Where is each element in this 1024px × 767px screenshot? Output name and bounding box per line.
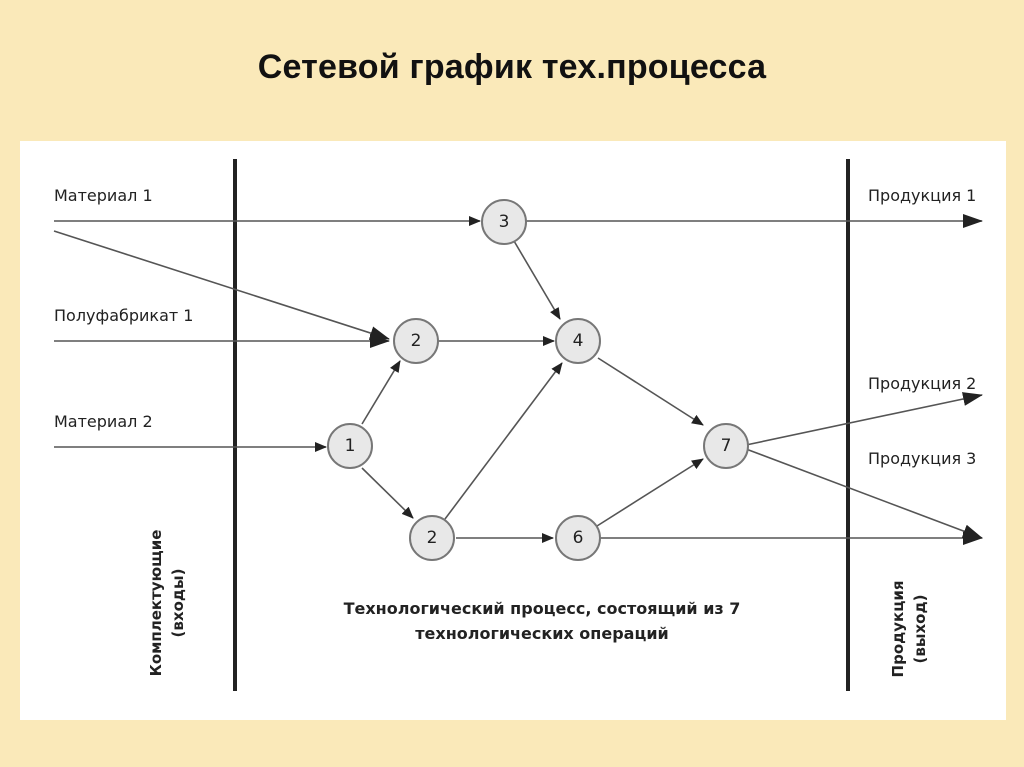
svg-text:2: 2 (427, 528, 438, 548)
edge-op6-to-op7 (596, 458, 704, 527)
inputs-side-label-line-2: (входы) (169, 569, 187, 638)
edge-op7-to-product3 (745, 448, 983, 539)
svg-text:4: 4 (573, 331, 584, 351)
slide-title: Сетевой график тех.процесса (257, 48, 767, 86)
svg-text:1: 1 (345, 436, 356, 456)
edge-op4-to-op7 (597, 357, 704, 426)
svg-text:7: 7 (721, 436, 732, 456)
network-diagram-svg: Материал 1 Полуфабрикат 1 Материал 2 Про… (53, 159, 983, 691)
svg-text:3: 3 (499, 212, 510, 232)
output-label-product-1: Продукция 1 (868, 186, 976, 205)
caption-line-2: технологических операций (415, 624, 668, 643)
edge-op1-to-op2-bottom (361, 467, 414, 519)
edge-material1-to-op2-top (53, 230, 390, 340)
edge-op2-bottom-to-op4 (444, 362, 563, 520)
svg-text:6: 6 (573, 528, 584, 548)
svg-text:2: 2 (411, 331, 422, 351)
outputs-side-label-line-1: Продукция (889, 581, 907, 678)
edge-op1-to-op2-top (361, 360, 401, 425)
output-label-product-3: Продукция 3 (868, 449, 976, 468)
network-diagram: Материал 1 Полуфабрикат 1 Материал 2 Про… (20, 141, 1006, 720)
operation-node-2-bottom: 2 (409, 515, 455, 561)
edge-op3-to-op4 (513, 240, 561, 320)
operation-node-1: 1 (327, 423, 373, 469)
input-label-material-2: Материал 2 (54, 412, 153, 431)
caption-line-1: Технологический процесс, состоящий из 7 (344, 599, 741, 618)
inputs-side-label-line-1: Комплектующие (147, 530, 165, 677)
operation-node-2-top: 2 (393, 318, 439, 364)
output-label-product-2: Продукция 2 (868, 374, 976, 393)
operation-node-4: 4 (555, 318, 601, 364)
operation-node-3: 3 (481, 199, 527, 245)
input-label-semi-product-1: Полуфабрикат 1 (54, 306, 193, 325)
input-label-material-1: Материал 1 (54, 186, 153, 205)
edge-op7-to-product2 (745, 392, 983, 446)
outputs-side-label-line-2: (выход) (911, 595, 929, 664)
operation-node-6: 6 (555, 515, 601, 561)
operation-node-7: 7 (703, 423, 749, 469)
